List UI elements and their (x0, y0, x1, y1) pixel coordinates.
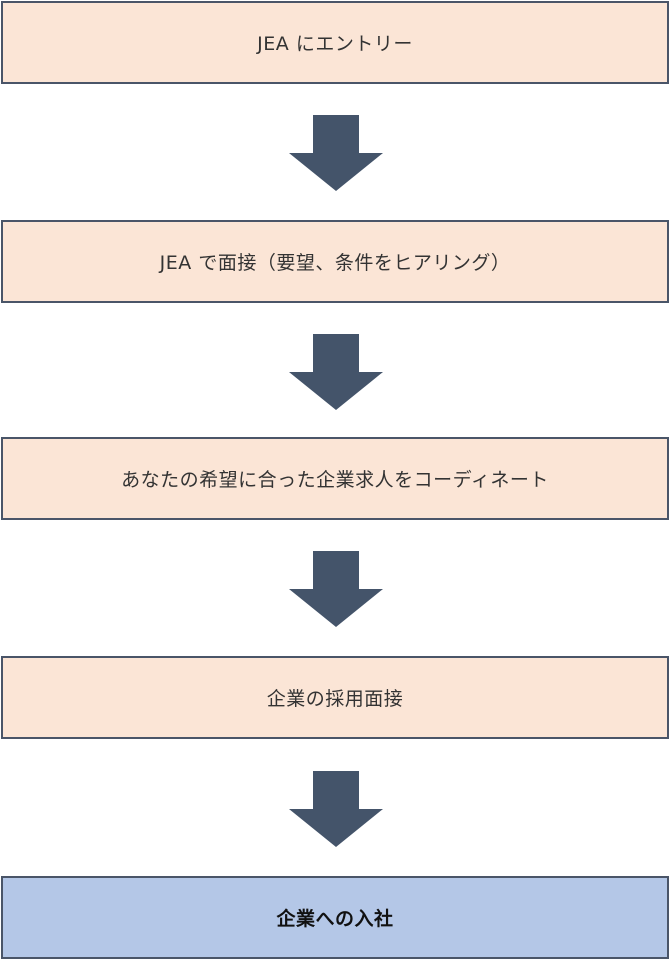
step-coordinate: あなたの希望に合った企業求人をコーディネート (1, 437, 669, 520)
step-label: 企業の採用面接 (266, 688, 404, 710)
down-arrow-icon (289, 334, 383, 410)
step-join-company: 企業への入社 (1, 876, 669, 959)
step-company-interview: 企業の採用面接 (1, 656, 669, 739)
step-label: JEA にエントリー (257, 33, 413, 55)
step-label: あなたの希望に合った企業求人をコーディネート (121, 469, 549, 491)
step-label: JEA で面接（要望、条件をヒアリング） (159, 252, 511, 274)
step-label: 企業への入社 (276, 908, 394, 930)
step-entry: JEA にエントリー (1, 1, 669, 84)
down-arrow-icon (289, 771, 383, 847)
step-interview: JEA で面接（要望、条件をヒアリング） (1, 220, 669, 303)
down-arrow-icon (289, 115, 383, 191)
down-arrow-icon (289, 551, 383, 627)
